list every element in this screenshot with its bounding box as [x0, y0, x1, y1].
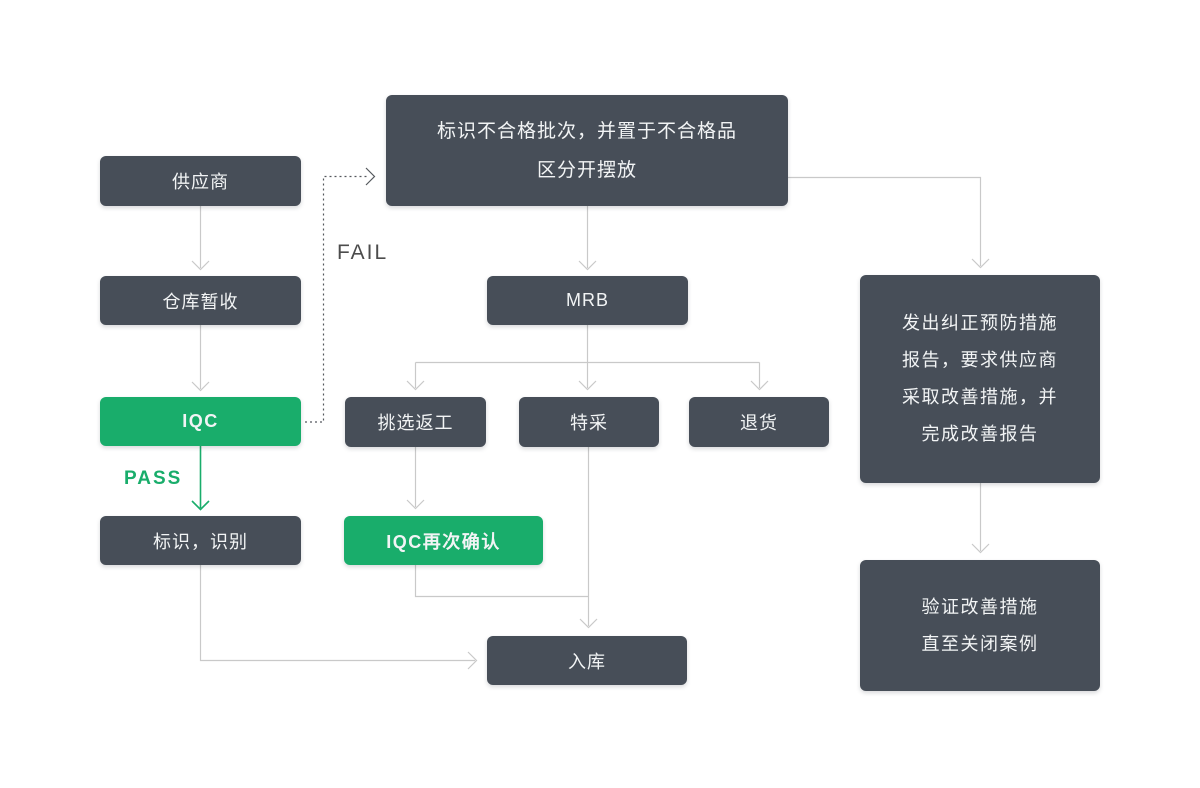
- pass-label: PASS: [124, 468, 183, 489]
- connector-nonconforming-to-capa: [788, 176, 990, 269]
- node-sort-rework: 挑选返工: [345, 397, 486, 447]
- connector-reconfirm-to-trunk: [414, 565, 589, 598]
- node-return-goods: 退货: [689, 397, 829, 447]
- connector-supplier-to-warehouse: [191, 206, 210, 271]
- connector-nonconforming-to-mrb: [578, 206, 597, 271]
- node-warehouse-in: 入库: [487, 636, 687, 685]
- connector-iqc-pass-to-mark: [191, 446, 210, 511]
- connector-sort-to-reconfirm: [406, 447, 425, 510]
- node-special-acceptance: 特采: [519, 397, 659, 447]
- node-warehouse-receipt: 仓库暂收: [100, 276, 301, 325]
- node-iqc-reconfirm: IQC再次确认: [344, 516, 543, 565]
- node-iqc: IQC: [100, 397, 301, 446]
- node-supplier: 供应商: [100, 156, 301, 206]
- connector-mrb-branches: [406, 325, 769, 391]
- connector-warehouse-to-iqc: [191, 325, 210, 392]
- node-nonconforming: 标识不合格批次，并置于不合格品 区分开摆放: [386, 95, 788, 206]
- connector-special-to-warehousein: [579, 447, 598, 629]
- node-verify-close: 验证改善措施 直至关闭案例: [860, 560, 1100, 691]
- connector-capa-to-verify: [971, 483, 990, 554]
- node-mrb: MRB: [487, 276, 688, 325]
- node-capa-report: 发出纠正预防措施 报告，要求供应商 采取改善措施，并 完成改善报告: [860, 275, 1100, 483]
- connector-iqc-fail-dashed: [305, 167, 376, 423]
- fail-label: FAIL: [337, 241, 389, 264]
- connector-mark-to-warehousein: [199, 565, 478, 670]
- node-mark-identify: 标识，识别: [100, 516, 301, 565]
